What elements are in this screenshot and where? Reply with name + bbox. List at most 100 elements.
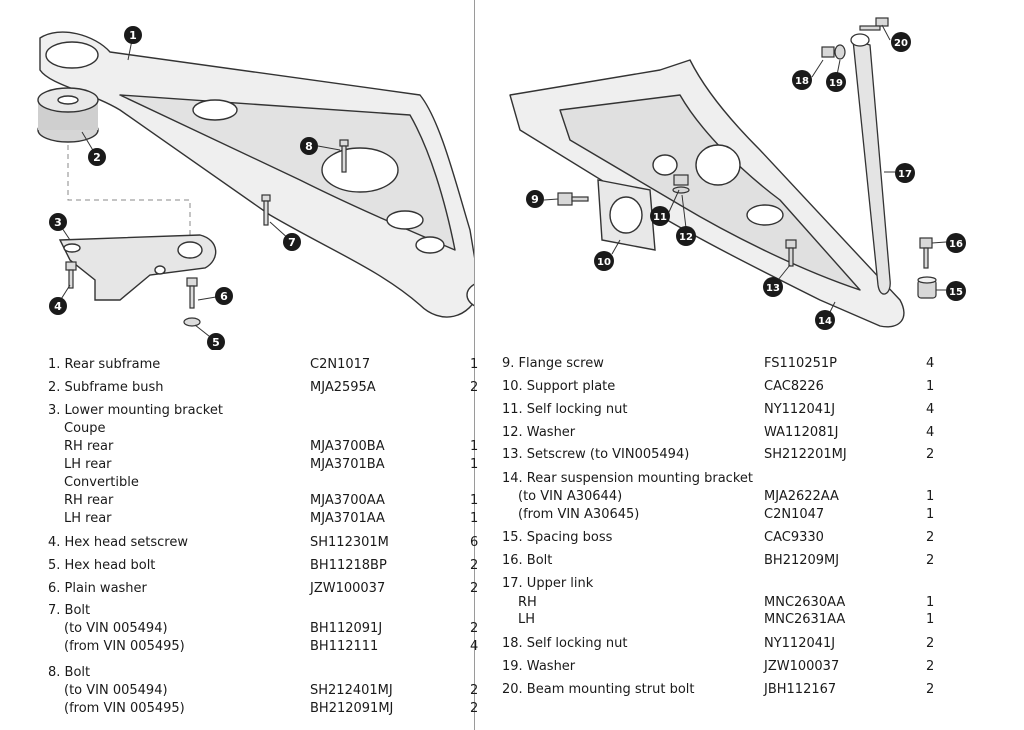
part-description: RH <box>518 595 537 610</box>
part-number: C2N1017 <box>310 357 371 372</box>
hex-head-setscrew <box>65 261 77 289</box>
bracket-web <box>559 94 861 291</box>
part-number: MJA2622AA <box>764 489 839 504</box>
part-quantity: 4 <box>926 425 935 440</box>
part-description: Coupe <box>64 421 106 436</box>
part-quantity: 2 <box>470 701 479 716</box>
part-quantity: 2 <box>470 581 479 596</box>
web-hole <box>386 210 424 230</box>
part-number: BH21209MJ <box>764 553 840 568</box>
svg-text:9: 9 <box>531 193 539 206</box>
svg-text:15: 15 <box>949 287 963 298</box>
svg-text:7: 7 <box>288 236 296 249</box>
callout-badge: 9 <box>526 190 544 208</box>
upper-link <box>850 33 891 295</box>
leader-line <box>931 241 947 244</box>
part-description: 11. Self locking nut <box>502 402 628 417</box>
svg-text:5: 5 <box>212 336 220 349</box>
svg-text:18: 18 <box>795 76 809 87</box>
part-description: 12. Washer <box>502 425 576 440</box>
leader-line <box>811 59 824 78</box>
callout-badge: 15 <box>946 281 966 301</box>
part-quantity: 1 <box>926 379 935 394</box>
part-number: MNC2630AA <box>764 595 846 610</box>
part-quantity: 1 <box>470 457 479 472</box>
part-description: 10. Support plate <box>502 379 616 394</box>
part-number: WA112081J <box>764 425 839 440</box>
part-description: (from VIN 005495) <box>64 639 185 654</box>
svg-text:12: 12 <box>679 232 693 243</box>
part-quantity: 2 <box>470 380 479 395</box>
part-description: 2. Subframe bush <box>48 380 164 395</box>
svg-text:4: 4 <box>54 300 62 313</box>
part-description: 3. Lower mounting bracket <box>48 403 223 418</box>
part-description: 20. Beam mounting strut bolt <box>502 682 695 697</box>
callout-badge: 1 <box>124 26 142 44</box>
part-number: C2N1047 <box>764 507 825 522</box>
part-quantity: 1 <box>470 439 479 454</box>
callout-badge: 4 <box>49 297 67 315</box>
part-description: 15. Spacing boss <box>502 530 613 545</box>
part-description: RH rear <box>64 493 114 508</box>
bracket-hole <box>695 144 741 186</box>
part-description: 13. Setscrew (to VIN005494) <box>502 447 690 462</box>
part-description: (to VIN 005494) <box>64 683 168 698</box>
svg-text:16: 16 <box>949 239 963 250</box>
part-quantity: 4 <box>926 356 935 371</box>
callout-badge: 7 <box>283 233 301 251</box>
part-quantity: 2 <box>470 558 479 573</box>
part-description: 5. Hex head bolt <box>48 558 156 573</box>
part-description: 1. Rear subframe <box>48 357 161 372</box>
callout-badge: 2 <box>88 148 106 166</box>
svg-text:8: 8 <box>305 140 313 153</box>
callout-badge: 20 <box>891 32 911 52</box>
part-number: MJA3700AA <box>310 493 385 508</box>
part-description: LH <box>518 612 536 627</box>
callout-badge: 8 <box>300 137 318 155</box>
part-quantity: 2 <box>926 659 935 674</box>
part-number: MJA3700BA <box>310 439 385 454</box>
part-description: RH rear <box>64 439 114 454</box>
bracket-hole <box>652 154 678 176</box>
part-number: NY112041J <box>764 636 836 651</box>
svg-text:11: 11 <box>653 212 667 223</box>
subframe-web <box>119 94 456 251</box>
svg-text:14: 14 <box>818 316 832 327</box>
part-number: MNC2631AA <box>764 612 846 627</box>
part-quantity: 4 <box>926 402 935 417</box>
callout-badge: 11 <box>650 206 670 226</box>
part-quantity: 1 <box>470 511 479 526</box>
bolt-7 <box>261 194 271 226</box>
svg-text:10: 10 <box>597 257 611 268</box>
leader-line <box>681 194 687 229</box>
self-locking-nut-18 <box>821 46 835 58</box>
part-quantity: 6 <box>470 535 479 550</box>
svg-text:20: 20 <box>894 38 908 49</box>
part-number: JZW100037 <box>310 581 386 596</box>
setscrew-13 <box>785 239 797 267</box>
part-number: SH212201MJ <box>764 447 847 462</box>
leader-line <box>881 24 891 41</box>
part-description: (from VIN 005495) <box>64 701 185 716</box>
part-description: 18. Self locking nut <box>502 636 628 651</box>
web-hole <box>415 236 445 254</box>
part-description: (to VIN 005494) <box>64 621 168 636</box>
part-number: CAC9330 <box>764 530 824 545</box>
part-quantity: 2 <box>926 553 935 568</box>
subframe-eye-left <box>45 41 99 69</box>
leader-line <box>777 264 791 281</box>
callout-badge: 12 <box>676 226 696 246</box>
svg-text:19: 19 <box>829 78 843 89</box>
svg-text:6: 6 <box>220 290 228 303</box>
beam-mounting-strut-bolt <box>859 17 889 31</box>
bolt-8 <box>339 139 349 173</box>
leader-line <box>543 198 559 201</box>
callout-badge: 6 <box>215 287 233 305</box>
svg-text:1: 1 <box>129 29 137 42</box>
callout-badge: 5 <box>207 333 225 350</box>
part-quantity: 1 <box>470 357 479 372</box>
part-description: 4. Hex head setscrew <box>48 535 188 550</box>
hex-head-bolt <box>183 277 201 327</box>
part-quantity: 2 <box>470 683 479 698</box>
